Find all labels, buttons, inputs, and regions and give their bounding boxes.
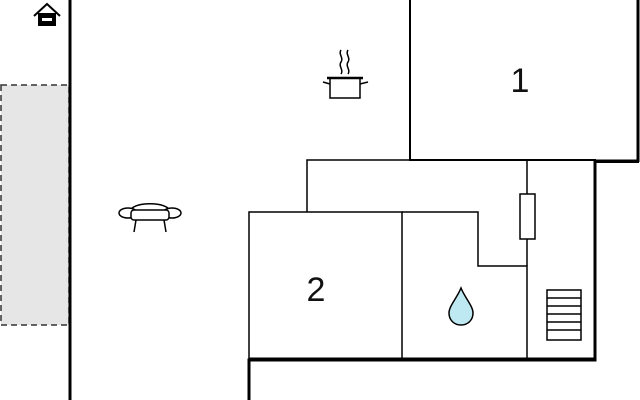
stairs-icon <box>546 289 582 341</box>
water-drop-icon <box>448 285 474 326</box>
house-icon <box>33 2 61 26</box>
bathroom-walls <box>402 211 528 360</box>
lower-right-wall <box>247 160 597 400</box>
cooking-pot-icon <box>322 49 369 99</box>
room-1-label: 1 <box>511 62 530 100</box>
terrace-area <box>0 84 70 326</box>
hallway-walls <box>306 159 410 212</box>
sofa-icon <box>118 203 182 233</box>
room-2-label: 2 <box>307 271 326 309</box>
room-2-walls <box>248 211 403 360</box>
radiator-icon <box>519 193 536 240</box>
